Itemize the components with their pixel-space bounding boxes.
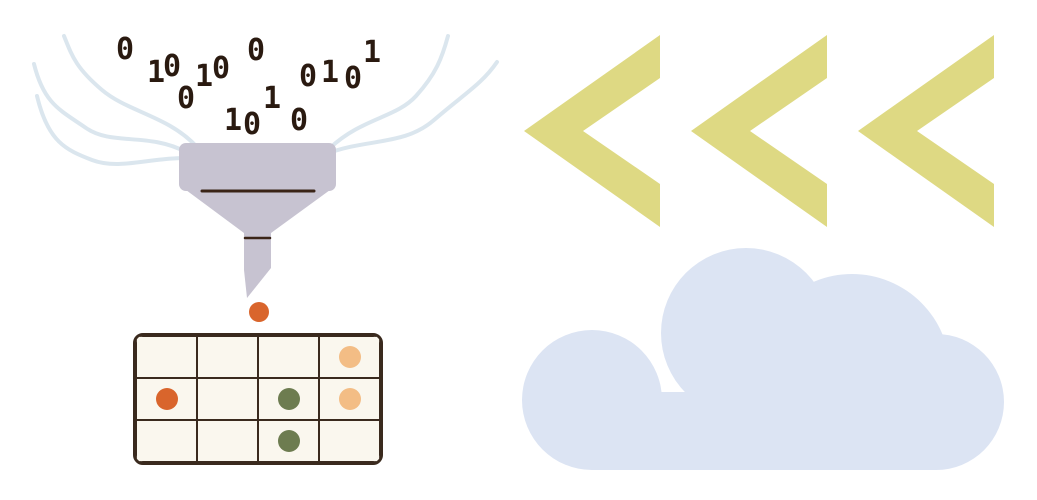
binary-digit: 0 — [116, 32, 135, 67]
falling-data-dot — [249, 302, 269, 322]
chevron-left-icon — [524, 35, 660, 227]
table-dot-peach — [338, 388, 361, 410]
funnel-icon — [179, 143, 336, 298]
binary-digit: 1 — [147, 55, 166, 90]
table-dot-green — [277, 388, 300, 410]
binary-digit: 0 — [290, 103, 309, 138]
table-cell — [136, 378, 197, 420]
table-dot-green — [277, 430, 300, 452]
table-cell — [197, 378, 258, 420]
table-cell — [197, 336, 258, 378]
funnel-cone — [186, 190, 330, 233]
table-cell — [319, 336, 380, 378]
binary-digit: 0 — [247, 33, 266, 68]
binary-digit: 0 — [344, 61, 363, 96]
table-dot-peach — [338, 346, 361, 368]
chevrons — [524, 35, 994, 227]
data-stream-lines — [32, 34, 499, 166]
binary-digit: 0 — [177, 81, 196, 116]
table-dot-orange — [155, 388, 178, 410]
cloud-icon — [522, 248, 1004, 470]
binary-digit: 0 — [163, 49, 182, 84]
data-table — [133, 333, 383, 465]
binary-digit: 0 — [243, 107, 262, 142]
table-cell — [136, 336, 197, 378]
stream-line — [328, 34, 450, 150]
stream-line — [324, 60, 499, 156]
binary-digit: 1 — [224, 103, 243, 138]
table-cell — [258, 420, 319, 462]
binary-digit: 1 — [195, 59, 214, 94]
binary-digit: 1 — [321, 55, 340, 90]
table-cell — [258, 336, 319, 378]
funnel-spout — [244, 233, 271, 298]
cloud-base — [592, 392, 936, 470]
stream-line — [32, 62, 188, 154]
table-cell — [197, 420, 258, 462]
binary-digit: 0 — [212, 51, 231, 86]
chevron-left-icon — [691, 35, 827, 227]
binary-digit: 1 — [363, 35, 382, 70]
funnel-rim — [179, 143, 336, 191]
chevron-left-icon — [858, 35, 994, 227]
binary-digit: 1 — [263, 81, 282, 116]
table-cell — [319, 420, 380, 462]
binary-digit: 0 — [299, 59, 318, 94]
table-cell — [136, 420, 197, 462]
stream-line — [35, 94, 186, 166]
stream-line — [62, 34, 198, 148]
table-cell — [258, 378, 319, 420]
table-cell — [319, 378, 380, 420]
